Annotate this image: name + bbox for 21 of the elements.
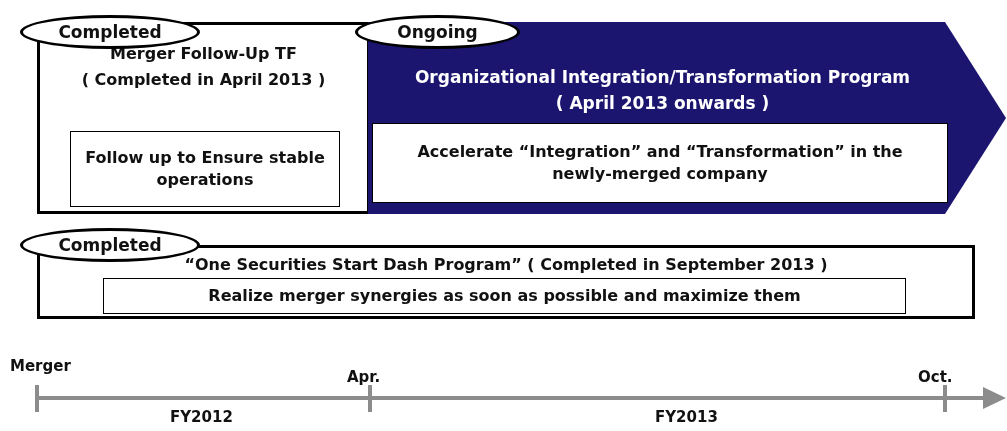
program-period: ( April 2013 onwards ) [554,92,771,114]
program-period: ( Completed in April 2013 ) [80,69,327,91]
goal-text: Follow up to Ensure stable operations [84,147,326,191]
goal-box [103,278,906,314]
goal-text: Accelerate “Integration” and “Transformation” in the newly-merged company [416,141,904,185]
goal-box [372,123,948,203]
status-label: Ongoing [396,21,479,43]
program-box [37,22,370,214]
program-title: “One Securities Start Dash Program” ( Completed in September 2013 ) [183,254,829,276]
status-label: Completed [57,234,163,256]
fiscal-year-label: FY2012 [170,408,233,426]
program-title: Organizational Integration/Transformation Program [413,66,912,88]
date-label: Merger [10,357,71,375]
goal-text: Realize merger synergies as soon as possible and maximize them [207,285,802,307]
status-label: Completed [57,21,163,43]
date-label: Oct. [918,368,953,386]
goal-box [70,131,340,207]
program-arrow-band [368,22,1007,214]
program-title: Merger Follow-Up TF [109,43,298,65]
fiscal-year-label: FY2013 [655,408,718,426]
date-label: Apr. [347,368,381,386]
